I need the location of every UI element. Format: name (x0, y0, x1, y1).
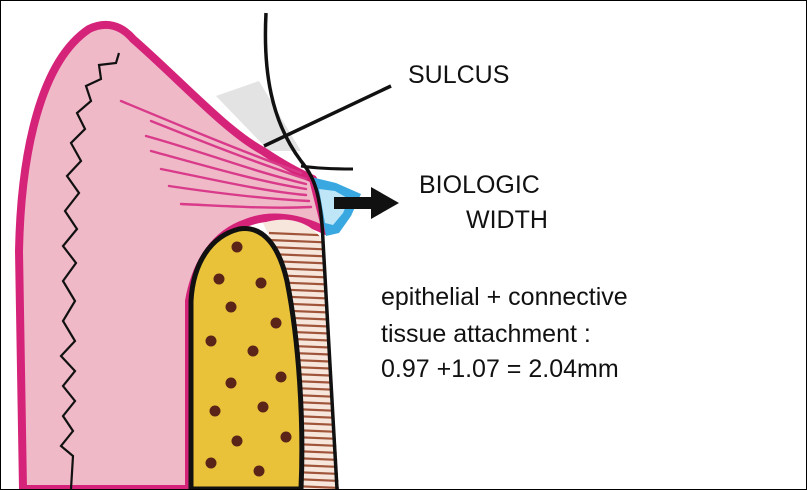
marrow-dot (225, 377, 237, 389)
gingival-fibers (119, 99, 313, 209)
marrow-dot (205, 335, 217, 347)
tooth-crown-shade (216, 81, 301, 151)
marrow-dot (255, 277, 267, 289)
marrow-dot (225, 301, 237, 313)
marrow-dot (231, 435, 243, 447)
biologic-width-arrow (334, 187, 399, 219)
marrow-dot (270, 317, 282, 329)
marrow-dot (213, 273, 225, 285)
attachment-measurement: 0.97 +1.07 = 2.04mm (381, 355, 619, 383)
sulcus-label: SULCUS (408, 61, 510, 89)
rete-pegs (59, 52, 121, 489)
biologic-width-label-line2: WIDTH (466, 206, 548, 234)
marrow-dot (209, 405, 221, 417)
alveolar-bone (188, 226, 305, 489)
biologic-width-label-line1: BIOLOGIC (419, 171, 540, 199)
sulcus-lip (300, 164, 354, 171)
marrow-dot (257, 401, 269, 413)
sulcus-pointer-line (263, 84, 392, 148)
gingiva (15, 20, 330, 489)
marrow-dot (205, 457, 217, 469)
marrow-dot (275, 371, 287, 383)
tooth-surface (263, 12, 339, 489)
marrow-dot (231, 241, 243, 253)
attachment-label-line2: tissue attachment : (381, 320, 591, 348)
marrow-dot (280, 431, 292, 443)
attachment-label-line1: epithelial + connective (381, 283, 628, 311)
bone-marrow-spaces (205, 241, 292, 477)
marrow-dot (253, 465, 265, 477)
marrow-dot (247, 345, 259, 357)
